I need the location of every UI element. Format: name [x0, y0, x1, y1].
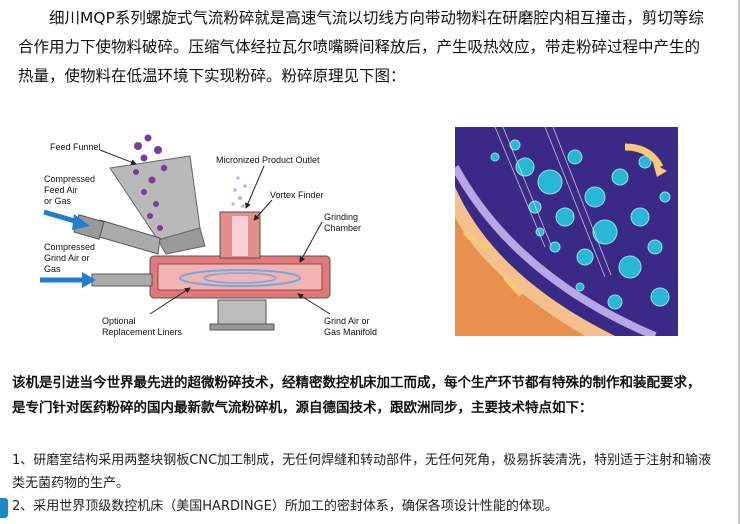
vortex-swirl	[179, 269, 301, 287]
label-vortex-finder: Vortex Finder	[270, 190, 324, 200]
label-grinding-chamber: Grinding	[324, 212, 358, 222]
grinding-chamber-illustration	[455, 127, 678, 336]
label-grind-air: Compressed	[44, 242, 95, 252]
jet-mill-diagram: Feed Funnel Compressed Feed Air or Gas C…	[40, 134, 377, 337]
svg-text:Gas Manifold: Gas Manifold	[324, 327, 377, 337]
feed-particles	[133, 134, 168, 231]
features-summary: 该机是引进当今世界最先进的超微粉碎技术，经精密数控机床加工而成，每个生产环节都有…	[12, 375, 701, 416]
label-gas-manifold: Grind Air or	[324, 316, 370, 326]
intro-paragraph: 细川MQP系列螺旋式气流粉碎就是高速气流以切线方向带动物料在研磨腔内相互撞击，剪…	[18, 9, 704, 85]
svg-text:or Gas: or Gas	[44, 196, 72, 206]
svg-text:Feed Air: Feed Air	[44, 185, 78, 195]
flow-arrow-top	[624, 143, 664, 169]
feed-air-arrow	[43, 209, 79, 225]
page-edge	[738, 0, 740, 524]
flow-arrow-mid	[463, 230, 490, 250]
svg-text:Chamber: Chamber	[324, 223, 361, 233]
flow-arrow-low	[503, 275, 523, 297]
label-product-outlet: Micronized Product Outlet	[216, 155, 320, 165]
scroll-marker	[0, 498, 8, 518]
label-replacement-liners: Optional	[102, 316, 136, 326]
svg-text:Replacement Liners: Replacement Liners	[102, 327, 183, 337]
feature-item-1: 1、研磨室结构采用两整块钢板CNC加工制成，无任何焊缝和转动部件，无任何死角，极…	[12, 453, 712, 491]
svg-text:Gas: Gas	[44, 264, 61, 274]
feature-item-2: 2、采用世界顶级数控机床（美国HARDINGE）所加工的密封体系，确保各项设计性…	[12, 499, 558, 514]
svg-text:Grind Air or: Grind Air or	[44, 253, 90, 263]
base-stand	[217, 299, 267, 327]
label-feed-funnel: Feed Funnel	[50, 142, 101, 152]
grind-air-pipe	[91, 273, 153, 287]
label-feed-air: Compressed	[44, 174, 95, 184]
